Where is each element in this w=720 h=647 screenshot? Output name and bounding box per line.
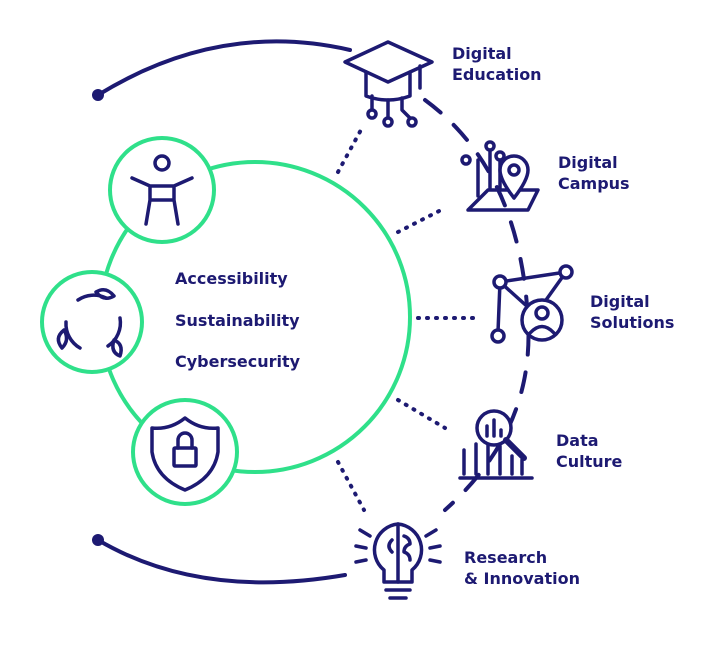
graduation-cap-icon bbox=[343, 40, 434, 128]
core-accessibility-label: Accessibility bbox=[175, 269, 288, 288]
campus-map-pin-icon bbox=[460, 140, 540, 212]
core-sustainability-label: Sustainability bbox=[175, 311, 300, 330]
network-user-icon bbox=[490, 264, 574, 344]
campus-label-2: Campus bbox=[558, 174, 630, 193]
cybersecurity-badge bbox=[131, 398, 239, 506]
sustainability-icon bbox=[56, 288, 123, 358]
connector-campus bbox=[396, 206, 447, 234]
arc-top-endpoint bbox=[92, 89, 104, 101]
connector-research bbox=[336, 460, 366, 512]
accessibility-badge bbox=[108, 136, 216, 244]
data-label-1: Data bbox=[556, 431, 599, 450]
research-label-2: & Innovation bbox=[464, 569, 580, 588]
solutions-label-2: Solutions bbox=[590, 313, 674, 332]
outer-arc-top bbox=[96, 39, 352, 97]
connector-education bbox=[336, 126, 364, 174]
data-label-2: Culture bbox=[556, 452, 623, 471]
research-label-1: Research bbox=[464, 548, 547, 567]
arc-bottom-endpoint bbox=[92, 534, 104, 546]
campus-label-1: Digital bbox=[558, 153, 618, 172]
shield-lock-icon bbox=[150, 416, 220, 492]
connector-data bbox=[396, 398, 447, 430]
lightbulb-brain-icon bbox=[354, 522, 442, 600]
education-label-1: Digital bbox=[452, 44, 512, 63]
solutions-label-1: Digital bbox=[590, 292, 650, 311]
data-magnifier-icon bbox=[458, 409, 534, 480]
accessibility-icon bbox=[130, 154, 194, 226]
sustainability-badge bbox=[40, 270, 144, 374]
core-cybersecurity-label: Cybersecurity bbox=[175, 352, 301, 371]
dotted-connectors bbox=[336, 126, 477, 512]
education-label-2: Education bbox=[452, 65, 542, 84]
outer-arc-dashed bbox=[423, 98, 531, 512]
outer-arc-bottom bbox=[96, 538, 347, 585]
